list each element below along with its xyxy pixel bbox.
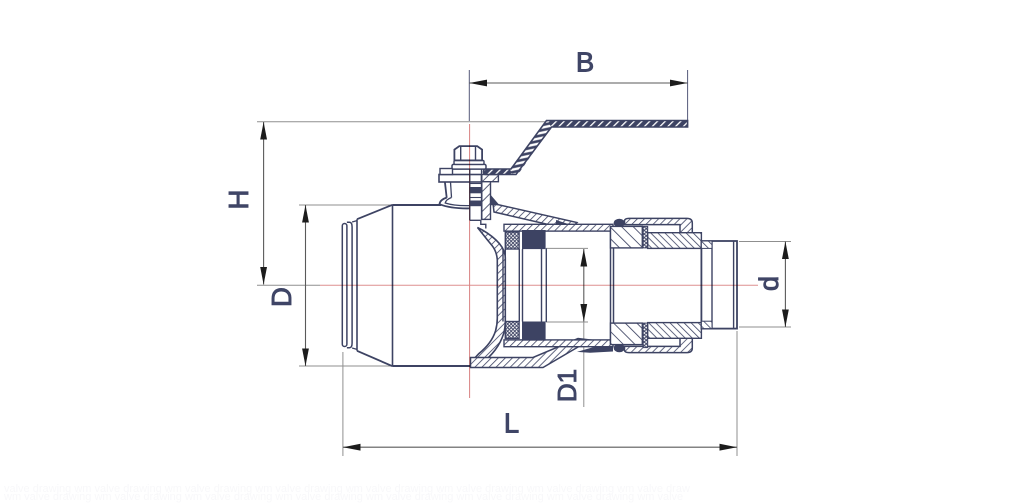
svg-text:B: B (576, 47, 594, 78)
svg-text:H: H (223, 190, 254, 210)
svg-text:valve drawing wm valve drawing: valve drawing wm valve drawing wm valve … (4, 483, 690, 495)
svg-text:L: L (504, 407, 519, 438)
svg-text:D1: D1 (552, 369, 582, 402)
svg-text:d: d (754, 276, 784, 291)
svg-text:D: D (266, 287, 297, 307)
svg-text:wm valve drawing wm valve draw: wm valve drawing wm valve drawing wm val… (3, 491, 683, 503)
